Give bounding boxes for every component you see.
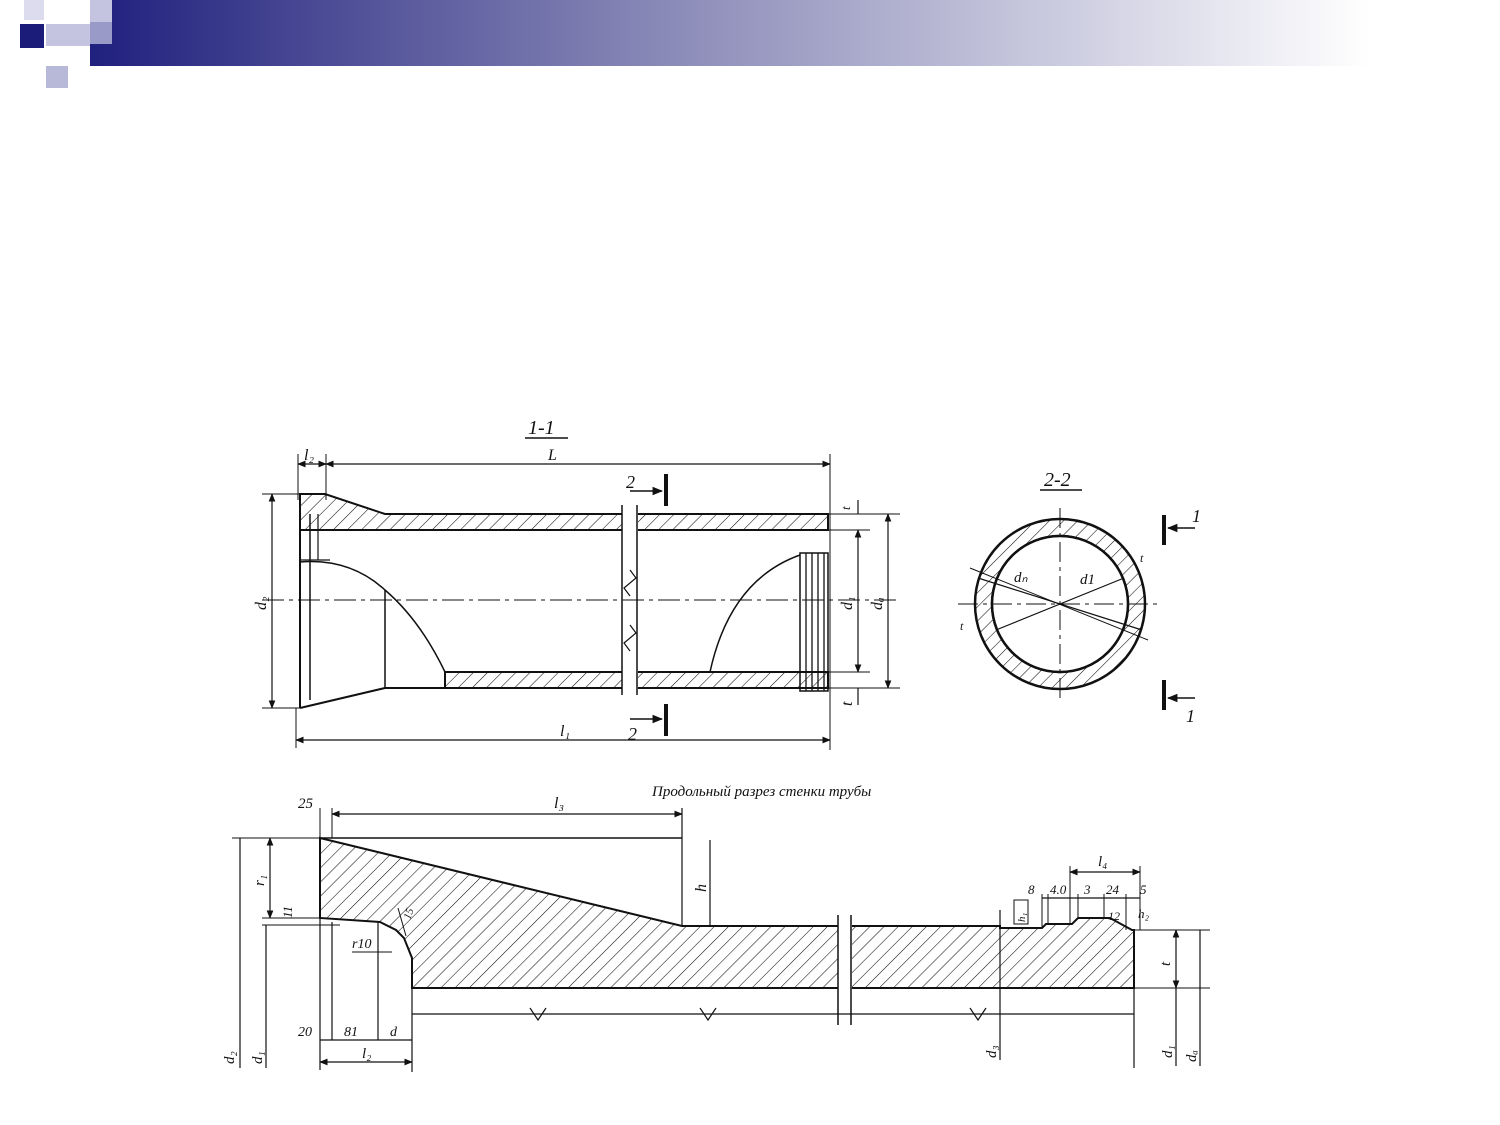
break-zigzag bbox=[969, 1007, 987, 1022]
label-l4: l₄ bbox=[1098, 854, 1107, 870]
label-cut-1-bottom: 1 bbox=[1186, 706, 1195, 726]
wall-profile-hatched bbox=[319, 836, 1135, 989]
label-l1: l₁ bbox=[560, 723, 570, 740]
label-12: 12 bbox=[1108, 909, 1120, 923]
section-2-2-view: 2-2 dₙ d1 t t 1 1 bbox=[958, 469, 1201, 726]
label-81: 81 bbox=[344, 1025, 358, 1040]
upper-wall-hatched bbox=[299, 493, 829, 531]
label-d3: d₃ bbox=[984, 1045, 1000, 1058]
label-d2: d₂ bbox=[222, 1051, 238, 1064]
label-L: L bbox=[547, 447, 557, 464]
label-40: 4.0 bbox=[1050, 882, 1067, 897]
header-square-light bbox=[24, 0, 44, 20]
label-l2: l₂ bbox=[362, 1046, 371, 1062]
label-cut-2-top: 2 bbox=[626, 472, 635, 492]
label-d: d bbox=[390, 1025, 398, 1040]
label-cut-2-bottom: 2 bbox=[628, 724, 637, 744]
break-zigzag bbox=[623, 569, 637, 597]
label-da: dₐ bbox=[1184, 1050, 1200, 1062]
inner-cone-curve bbox=[299, 560, 446, 673]
label-dn: dₙ bbox=[1014, 570, 1029, 586]
header-square-mid bbox=[90, 22, 112, 44]
spigot-curve bbox=[709, 554, 801, 673]
label-t-bottom: t bbox=[839, 701, 856, 706]
label-24: 24 bbox=[1106, 882, 1120, 897]
wall-section-title: Продольный разрез стенки трубы bbox=[651, 784, 871, 800]
label-d1: d1 bbox=[1080, 572, 1095, 588]
label-cut-1-top: 1 bbox=[1192, 506, 1201, 526]
label-h2: h₂ bbox=[1138, 906, 1150, 921]
header-square-light bbox=[68, 24, 90, 46]
section-1-1-view: 1-1 l₂ L bbox=[253, 417, 900, 750]
label-t-top: t bbox=[838, 506, 853, 510]
bell-lower-edge bbox=[299, 687, 386, 709]
break-zigzag bbox=[529, 1007, 547, 1022]
wall-section-view: Продольный разрез стенки трубы 25 l₃ h r… bbox=[222, 784, 1210, 1072]
header-gradient-bar bbox=[90, 0, 1370, 66]
break-gap bbox=[838, 915, 852, 995]
label-3: 3 bbox=[1083, 882, 1091, 897]
header-square-dark bbox=[20, 24, 44, 48]
header-square-light bbox=[46, 24, 68, 46]
label-8: 8 bbox=[1028, 882, 1035, 897]
label-t-right: t bbox=[1140, 551, 1144, 565]
label-d2: d₂ bbox=[253, 596, 270, 610]
break-zigzag bbox=[699, 1007, 717, 1022]
h1-box bbox=[1013, 899, 1029, 925]
label-l3: l₃ bbox=[554, 795, 564, 812]
slide-header-decoration bbox=[20, 0, 1370, 88]
label-d1-right: d₁ bbox=[1160, 1045, 1176, 1058]
label-l2: l₂ bbox=[304, 447, 314, 464]
section-1-1-title: 1-1 bbox=[528, 417, 555, 439]
label-20: 20 bbox=[298, 1025, 312, 1040]
label-25: 25 bbox=[298, 796, 314, 812]
label-d1: d₁ bbox=[839, 596, 856, 610]
break-zigzag bbox=[623, 624, 637, 652]
label-t-left: t bbox=[960, 619, 964, 633]
label-5: 5 bbox=[1140, 882, 1147, 897]
label-h1: h₁ bbox=[1016, 913, 1028, 923]
label-da: dₐ bbox=[869, 597, 886, 610]
section-2-2-title: 2-2 bbox=[1044, 469, 1071, 491]
header-square-light bbox=[46, 66, 68, 88]
spigot-ribs bbox=[799, 552, 829, 692]
label-15: 15 bbox=[402, 906, 417, 921]
label-r1: r₁ bbox=[252, 875, 268, 886]
label-11: 11 bbox=[280, 906, 295, 918]
label-d1-left: d₁ bbox=[250, 1051, 266, 1064]
wall-thickness-line bbox=[969, 567, 1149, 641]
label-h: h bbox=[693, 884, 710, 892]
header-square-light bbox=[90, 0, 112, 22]
label-r10: r10 bbox=[352, 937, 371, 952]
label-t: t bbox=[1158, 961, 1174, 966]
leader-15 bbox=[397, 907, 407, 937]
